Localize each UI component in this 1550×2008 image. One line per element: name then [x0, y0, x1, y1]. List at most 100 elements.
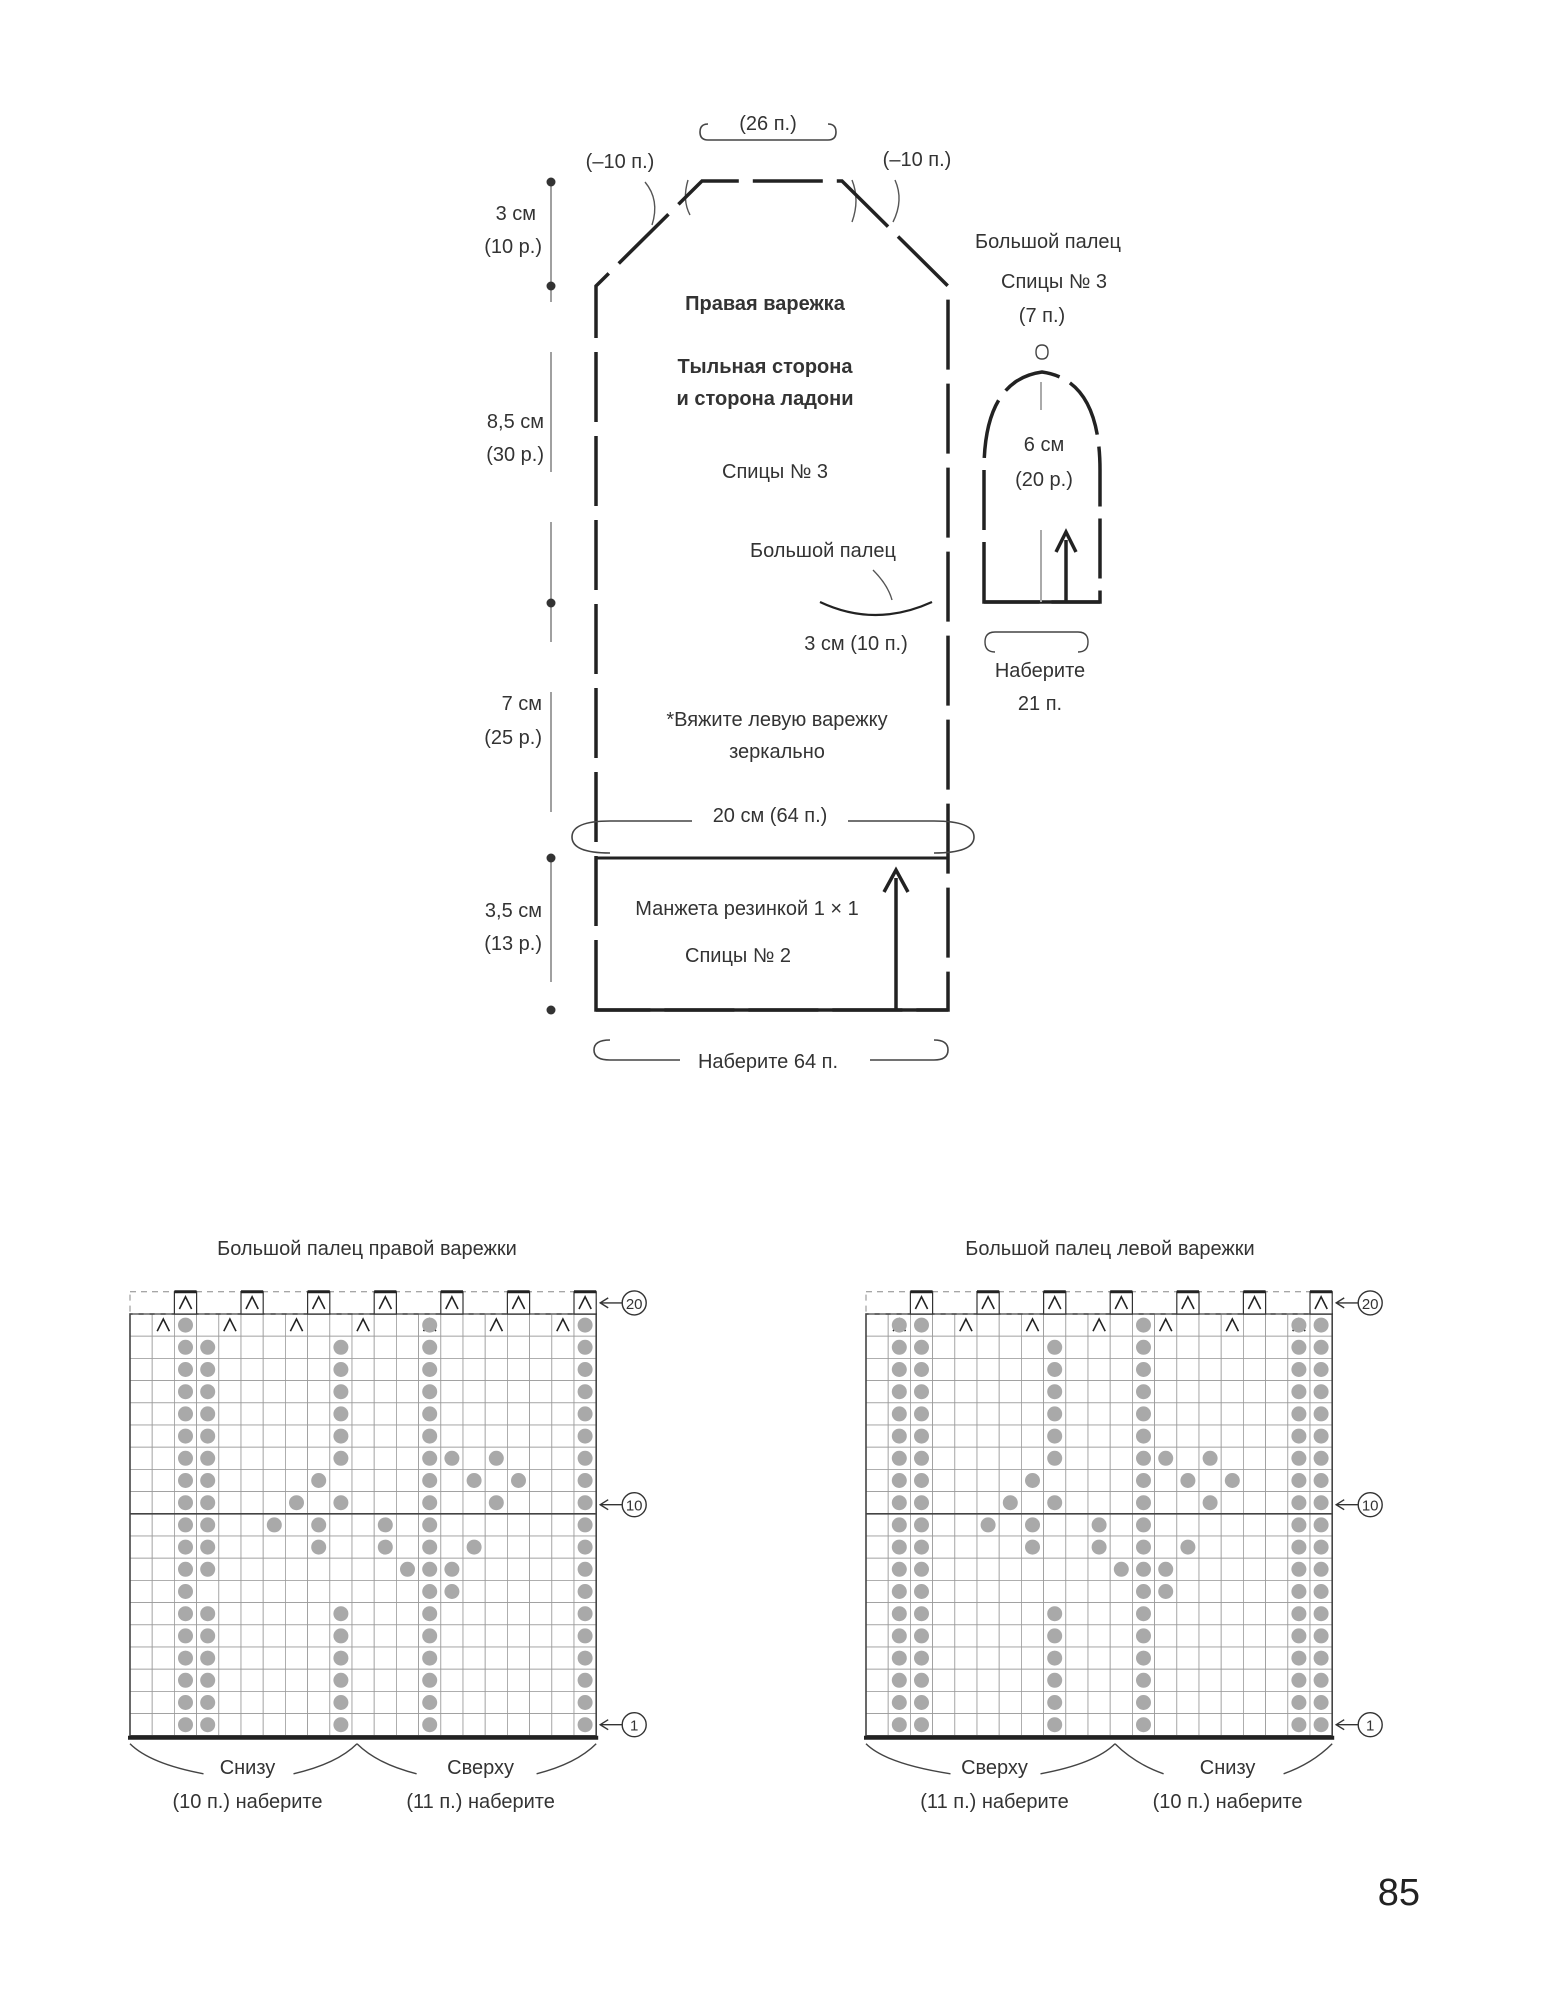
chart-cell — [484, 1691, 508, 1715]
chart-cell — [1154, 1691, 1178, 1715]
contrast-stitch-dot — [1136, 1450, 1151, 1466]
contrast-stitch-dot — [1291, 1473, 1307, 1488]
chart-cell — [1198, 1469, 1222, 1493]
chart-cell — [240, 1602, 264, 1626]
chart-cell — [932, 1469, 956, 1493]
chart-cell — [1265, 1624, 1289, 1648]
chart-cell — [462, 1380, 486, 1404]
chart-cell — [395, 1602, 419, 1626]
decrease-symbol — [914, 1295, 929, 1310]
chart-cell — [151, 1602, 175, 1626]
contrast-stitch-dot — [422, 1606, 438, 1622]
chart-cell — [998, 1513, 1022, 1537]
chart-cell — [1021, 1691, 1045, 1715]
chart-cell — [551, 1624, 575, 1648]
chart-cell — [395, 1358, 419, 1382]
chart-cell — [373, 1469, 397, 1493]
measure-1a: 3 см — [496, 203, 536, 225]
chart-cell — [1109, 1358, 1133, 1382]
chart-cell — [1043, 1513, 1067, 1537]
chart-cell — [506, 1557, 530, 1581]
chart-cell — [1043, 1580, 1067, 1604]
chart-cell — [240, 1402, 264, 1426]
width-label: 20 см (64 п.) — [713, 805, 828, 827]
chart-cell — [218, 1646, 242, 1670]
chart-cell — [865, 1358, 889, 1382]
bottom-brace — [536, 1743, 597, 1775]
chart-cell — [262, 1535, 286, 1559]
chart-cell — [551, 1424, 575, 1448]
chart-cell — [129, 1668, 153, 1692]
contrast-stitch-dot — [422, 1450, 438, 1466]
chart-cell — [1021, 1602, 1045, 1626]
contrast-stitch-dot — [1047, 1695, 1063, 1710]
chart-cell — [262, 1646, 286, 1670]
chart-cell — [529, 1602, 553, 1626]
chart-cell — [1065, 1535, 1089, 1559]
thumb-top-count: (7 п.) — [1019, 305, 1065, 327]
brace-right-a: Сверху — [447, 1757, 514, 1779]
chart-cell — [932, 1624, 956, 1648]
chart-cell — [1220, 1513, 1244, 1537]
contrast-stitch-dot — [400, 1561, 415, 1577]
chart-title: Большой палец левой варежки — [965, 1238, 1254, 1260]
chart-cell — [506, 1313, 530, 1337]
decrease-right-label: (–10 п.) — [883, 149, 952, 171]
chart-cell — [1065, 1402, 1089, 1426]
row-label-circle — [1357, 1290, 1383, 1316]
chart-cell — [351, 1691, 375, 1715]
note-line-1: *Вяжите левую варежку — [666, 709, 887, 731]
contrast-stitch-dot — [577, 1717, 593, 1733]
contrast-stitch-dot — [891, 1517, 907, 1533]
chart-cell — [506, 1691, 530, 1715]
chart-cell — [976, 1358, 1000, 1382]
chart-cell — [932, 1691, 956, 1715]
chart-cell — [529, 1624, 553, 1648]
contrast-stitch-dot — [914, 1362, 929, 1377]
contrast-stitch-dot — [577, 1384, 593, 1400]
chart-cell — [1198, 1535, 1222, 1559]
contrast-stitch-dot — [577, 1450, 593, 1466]
chart-cell — [395, 1424, 419, 1448]
chart-cell — [529, 1358, 553, 1382]
chart-cell — [395, 1668, 419, 1692]
chart-cell — [351, 1580, 375, 1604]
contrast-stitch-dot — [1002, 1495, 1018, 1511]
chart-cell — [284, 1358, 308, 1382]
contrast-stitch-dot — [1291, 1539, 1307, 1555]
chart-cell — [1265, 1380, 1289, 1404]
chart-cell — [395, 1402, 419, 1426]
decrease-symbol — [578, 1295, 592, 1310]
contrast-stitch-dot — [178, 1650, 193, 1666]
chart-cell — [1065, 1380, 1089, 1404]
chart-cell — [976, 1624, 1000, 1648]
chart-cell — [329, 1513, 353, 1537]
chart-cell — [440, 1535, 464, 1559]
thumb-top-bracket — [1035, 344, 1043, 360]
contrast-stitch-dot — [577, 1495, 593, 1511]
chart-cell — [1109, 1580, 1133, 1604]
contrast-stitch-dot — [200, 1339, 216, 1355]
chart-cell — [998, 1668, 1022, 1692]
chart-cell — [240, 1624, 264, 1648]
contrast-stitch-dot — [333, 1672, 349, 1688]
chart-cell — [262, 1313, 286, 1337]
contrast-stitch-dot — [422, 1717, 438, 1733]
chart-cell — [998, 1446, 1022, 1470]
chart-cell — [1243, 1469, 1267, 1493]
mitten-schematic: (26 п.) (–10 п.) (–10 п.) 20 см (64 п.) … — [484, 113, 975, 1073]
chart-cell — [240, 1668, 264, 1692]
contrast-stitch-dot — [1047, 1650, 1063, 1666]
thumb-top-bracket-2 — [1041, 344, 1049, 360]
chart-cell — [1087, 1557, 1111, 1581]
contrast-stitch-dot — [422, 1539, 438, 1555]
chart-cell — [395, 1691, 419, 1715]
chart-cell — [218, 1691, 242, 1715]
chart-cell — [976, 1402, 1000, 1426]
chart-cell — [307, 1668, 331, 1692]
chart-cell — [329, 1313, 353, 1337]
chart-cell — [976, 1313, 1000, 1337]
contrast-stitch-dot — [1291, 1317, 1307, 1333]
chart-cell — [129, 1402, 153, 1426]
chart-cell — [218, 1624, 242, 1648]
